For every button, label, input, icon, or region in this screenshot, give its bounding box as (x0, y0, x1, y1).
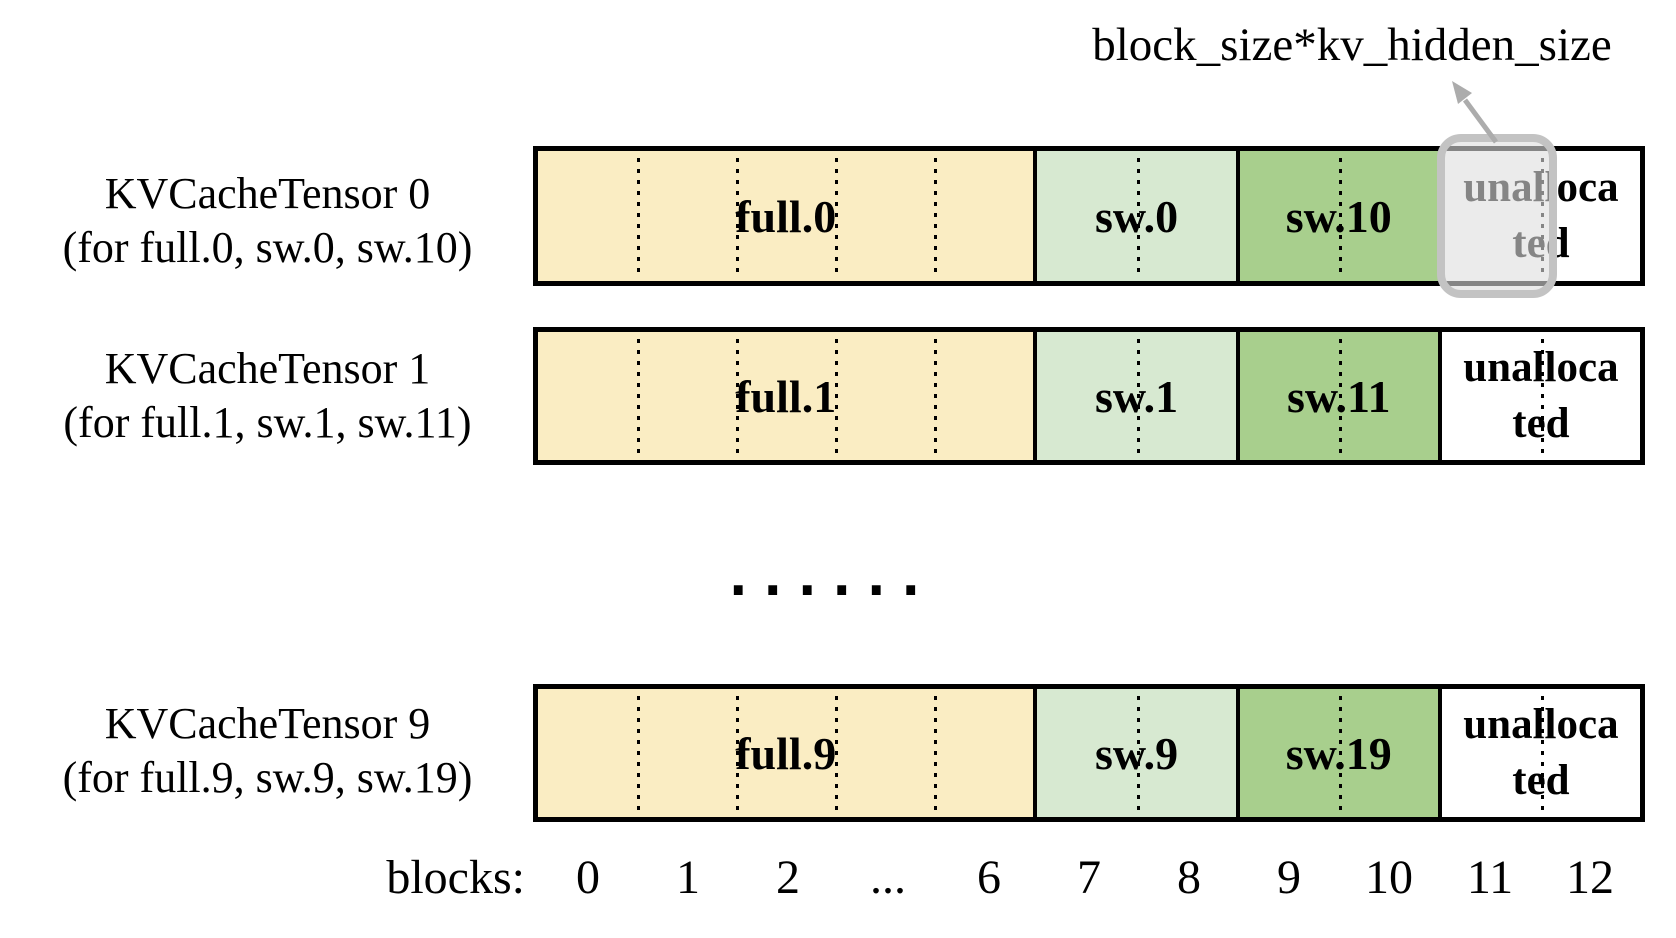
tensor-9-segment-sw: sw.9 (1033, 689, 1236, 817)
tensor-0-segment-full: full.0 (538, 151, 1034, 281)
tensor-1-segment-sw: sw.1 (1033, 332, 1236, 460)
tensor-9-segment-sw2: sw.19 (1235, 689, 1438, 817)
annotation-arrow-icon (1452, 81, 1499, 144)
block-tick-8: 8 (1177, 851, 1201, 904)
block-tick-9: 9 (1277, 851, 1301, 904)
block-size-highlight (1437, 134, 1557, 298)
tensor-9-name: KVCacheTensor 9 (104, 699, 431, 748)
tensor-0-segment-sw2: sw.10 (1235, 151, 1438, 281)
tensor-9-scope: (for full.9, sw.9, sw.19) (62, 753, 473, 802)
block-tick-0: 0 (576, 851, 600, 904)
tensor-1-scope: (for full.1, sw.1, sw.11) (63, 398, 472, 447)
tensor-0-label: KVCacheTensor 0 (for full.0, sw.0, sw.10… (15, 167, 520, 275)
block-tick-7: 7 (1077, 851, 1101, 904)
tensor-1-label: KVCacheTensor 1 (for full.1, sw.1, sw.11… (15, 342, 520, 450)
tensor-9-segment-unallocated: unalloca ted (1437, 689, 1641, 817)
block-tick-ellipsis: ... (870, 851, 906, 904)
tensor-0-scope: (for full.0, sw.0, sw.10) (62, 223, 473, 272)
block-grid (1442, 689, 1641, 817)
tensor-1-name: KVCacheTensor 1 (104, 344, 431, 393)
block-grid (1442, 332, 1641, 460)
block-tick-6: 6 (977, 851, 1001, 904)
block-tick-2: 2 (776, 851, 800, 904)
tensor-1-segment-full: full.1 (538, 332, 1034, 460)
tensor-1-segment-unallocated: unalloca ted (1437, 332, 1641, 460)
block-tick-11: 11 (1466, 851, 1514, 904)
tensor-0-name: KVCacheTensor 0 (104, 169, 431, 218)
tensor-1-bar: full.1 sw.1 sw.11 unalloca ted (533, 327, 1645, 465)
tensor-0-segment-sw: sw.0 (1033, 151, 1236, 281)
block-grid (1240, 332, 1438, 460)
blocks-axis-label: blocks: (386, 851, 525, 904)
tensor-9-bar: full.9 sw.9 sw.19 unalloca ted (533, 684, 1645, 822)
block-grid (538, 689, 1034, 817)
rows-ellipsis: ...... (722, 545, 930, 608)
block-grid (1037, 151, 1236, 281)
block-grid (1037, 332, 1236, 460)
block-grid (1240, 151, 1438, 281)
block-grid (1442, 151, 1641, 281)
block-tick-12: 12 (1566, 851, 1614, 904)
block-tick-10: 10 (1365, 851, 1413, 904)
block-grid (538, 151, 1034, 281)
tensor-1-segment-sw2: sw.11 (1235, 332, 1438, 460)
block-grid (538, 332, 1034, 460)
block-tick-1: 1 (676, 851, 700, 904)
tensor-9-segment-full: full.9 (538, 689, 1034, 817)
block-grid (1037, 689, 1236, 817)
block-grid (1240, 689, 1438, 817)
tensor-9-label: KVCacheTensor 9 (for full.9, sw.9, sw.19… (15, 697, 520, 805)
block-size-annotation: block_size*kv_hidden_size (1092, 19, 1612, 71)
